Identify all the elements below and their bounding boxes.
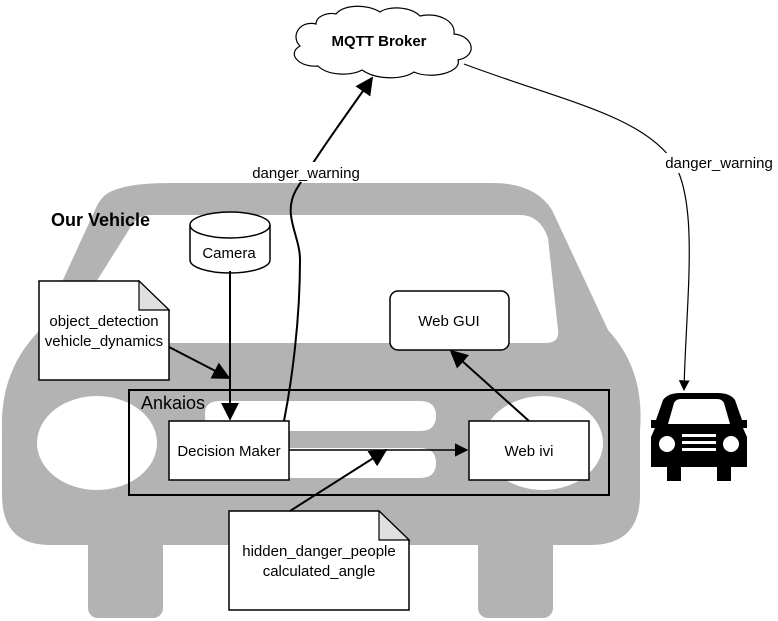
web-ivi-node: Web ivi [468, 420, 590, 481]
decision-to-broker-edge [283, 76, 374, 422]
web-gui-label: Web GUI [418, 313, 479, 330]
note-to-ivi-edge [289, 449, 388, 512]
forward-edge-label: danger_warning [665, 155, 773, 172]
vehicle-title: Our Vehicle [51, 210, 150, 230]
input-note: object_detection vehicle_dynamics [38, 279, 171, 381]
car-front-icon [651, 393, 747, 481]
publish-edge-label: danger_warning [252, 165, 360, 182]
output-note-line-1: hidden_danger_people [242, 543, 395, 560]
ankaios-container: Ankaios [128, 389, 610, 496]
camera-node: Camera [189, 211, 271, 274]
input-note-line-2: vehicle_dynamics [45, 333, 163, 350]
ankaios-label: Ankaios [141, 393, 205, 413]
ivi-to-gui-edge [449, 349, 530, 422]
note-to-decision-edge [168, 346, 231, 379]
output-note-line-2: calculated_angle [263, 563, 376, 580]
broker-label: MQTT Broker [331, 33, 426, 50]
decision-maker-node: Decision Maker [168, 420, 290, 481]
camera-label: Camera [202, 245, 256, 262]
output-note: hidden_danger_people calculated_angle [228, 509, 411, 611]
decision-maker-label: Decision Maker [177, 443, 280, 460]
input-note-line-1: object_detection [49, 313, 158, 330]
web-ivi-label: Web ivi [505, 443, 554, 460]
web-gui-node: Web GUI [389, 290, 510, 351]
broker-cloud: MQTT Broker [293, 5, 472, 79]
